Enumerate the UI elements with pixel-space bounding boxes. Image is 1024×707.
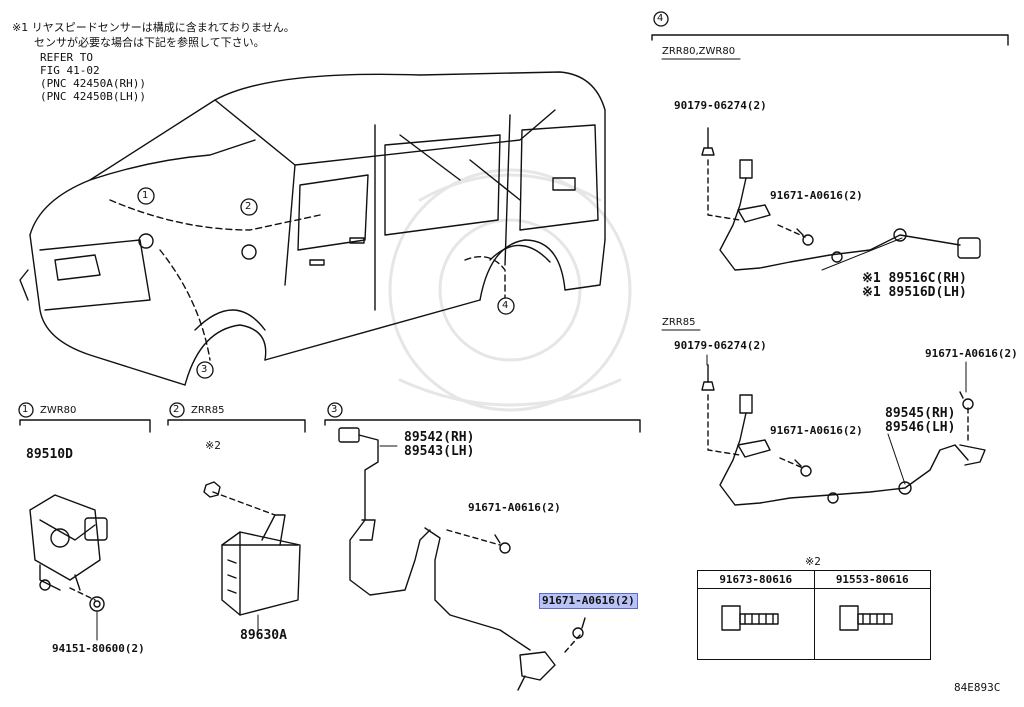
callout-circles	[18, 11, 669, 418]
table-header[interactable]: 91553-80616	[813, 570, 931, 589]
table-header[interactable]: 91673-80616	[697, 570, 815, 589]
note-refer-line: FIG 41-02	[40, 64, 100, 77]
callout-number[interactable]: 4	[502, 300, 509, 311]
section-number: 1	[22, 404, 29, 415]
note-refer-line: (PNC 42450A(RH))	[40, 77, 146, 90]
module-89630a-drawing	[221, 514, 301, 616]
harness-route	[109, 199, 506, 361]
note-japanese-line1: ※1 リヤスピードセンサーは構成に含まれておりません。	[12, 21, 295, 34]
section-label: ZRR85	[191, 405, 225, 416]
figure-code: 84E893C	[954, 681, 1001, 694]
sensor-89510d-drawing	[29, 494, 108, 591]
nut-89630-drawing	[203, 481, 221, 498]
table-cell-bolt-image	[813, 588, 931, 660]
sensor-89542-harness-drawing	[338, 427, 556, 691]
bolt-91671-s3a-drawing	[494, 534, 511, 554]
part-number[interactable]: 89510D	[26, 447, 73, 462]
note-refer-line: (PNC 42450B(LH))	[40, 90, 146, 103]
note-mark: ※2	[205, 439, 221, 452]
rear-sensor-89516-drawing	[701, 127, 981, 271]
part-number[interactable]: 89546(LH)	[885, 420, 956, 435]
part-number[interactable]: 91671-A0616(2)	[468, 501, 561, 514]
part-number[interactable]: 89542(RH)	[404, 430, 475, 445]
part-number[interactable]: 89545(RH)	[885, 406, 956, 421]
section-number: 2	[173, 404, 180, 415]
section-number: 3	[331, 404, 338, 415]
bolt-91671-s3b-drawing	[572, 617, 586, 639]
vehicle-body-outline	[19, 71, 606, 386]
callout-number[interactable]: 3	[201, 364, 208, 375]
bolt-spec-table: 91673-80616 91553-80616	[697, 570, 931, 660]
part-number[interactable]: ※1 89516D(LH)	[862, 285, 967, 300]
section-label: ZRR85	[662, 317, 696, 328]
rear-sensor-89545-drawing	[701, 364, 986, 506]
section-number: 4	[657, 13, 664, 24]
table-cell-bolt-image	[697, 588, 815, 660]
part-number[interactable]: 90179-06274(2)	[674, 339, 767, 352]
bolt-94151-drawing	[89, 596, 105, 612]
bolt-91671-s4l-b-drawing	[959, 391, 974, 410]
note-mark: ※2	[805, 555, 821, 568]
part-number[interactable]: 91671-A0616(2)	[770, 424, 863, 437]
callout-number[interactable]: 1	[142, 190, 149, 201]
watermark-emblem	[388, 168, 632, 412]
bolt-91671-s4u-drawing	[796, 228, 814, 246]
part-number[interactable]: 91671-A0616(2)	[770, 189, 863, 202]
note-refer-line: REFER TO	[40, 51, 93, 64]
section-label: ZWR80	[40, 405, 77, 416]
part-number-highlighted[interactable]: 91671-A0616(2)	[539, 593, 638, 609]
section-label: ZRR80,ZWR80	[662, 46, 736, 57]
part-number[interactable]: ※1 89516C(RH)	[862, 271, 967, 286]
note-japanese-line2: センサが必要な場合は下記を参照して下さい。	[34, 36, 265, 49]
callout-number[interactable]: 2	[245, 201, 252, 212]
part-number[interactable]: 94151-80600(2)	[52, 642, 145, 655]
part-number[interactable]: 89543(LH)	[404, 444, 475, 459]
part-number[interactable]: 91671-A0616(2)	[925, 347, 1018, 360]
part-number[interactable]: 89630A	[240, 628, 287, 643]
bolt-91671-s4l-a-drawing	[794, 459, 812, 477]
part-number[interactable]: 90179-06274(2)	[674, 99, 767, 112]
